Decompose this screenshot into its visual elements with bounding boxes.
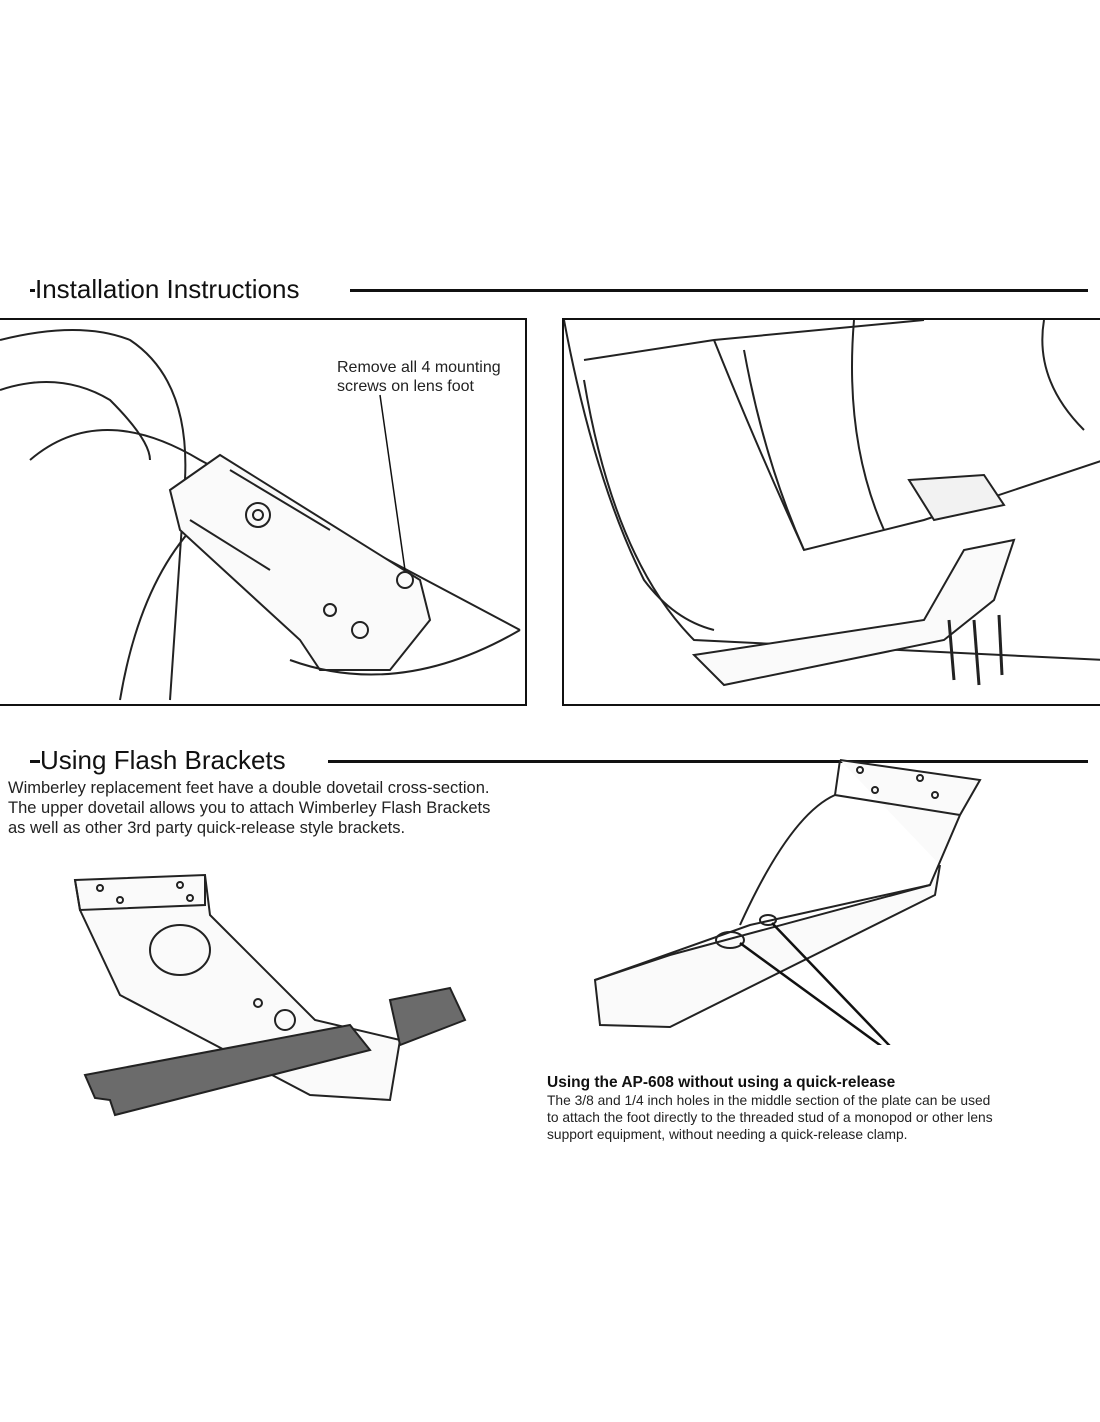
attach-foot-illustration — [562, 318, 1100, 706]
callout-line: screws on lens foot — [337, 378, 474, 395]
remove-screws-illustration: Remove all 4 mounting screws on lens foo… — [0, 318, 527, 706]
caption-line: support equipment, without needing a qui… — [547, 1127, 908, 1142]
intro-line: The upper dovetail allows you to attach … — [8, 799, 491, 817]
ap608-caption: Using the AP-608 without using a quick-r… — [547, 1073, 1087, 1143]
remove-screws-callout: Remove all 4 mounting screws on lens foo… — [337, 358, 501, 396]
hole-pointer-arrows — [739, 922, 891, 1045]
flash-intro: Wimberley replacement feet have a double… — [8, 778, 490, 838]
flash-bracket-knob — [388, 986, 467, 1047]
callout-line: Remove all 4 mounting — [337, 359, 501, 376]
lens-attach-drawing — [564, 320, 1100, 687]
heading-rule — [328, 760, 1088, 763]
callout-arrow — [379, 394, 406, 571]
lens-foot-drawing — [0, 329, 521, 701]
intro-line: as well as other 3rd party quick-release… — [8, 819, 406, 837]
caption-line: The 3/8 and 1/4 inch holes in the middle… — [547, 1093, 991, 1108]
intro-line: Wimberley replacement feet have a double… — [8, 779, 490, 797]
flash-bracket-drawing — [73, 873, 467, 1117]
flash-title: Using Flash Brackets — [40, 743, 298, 777]
caption-line: to attach the foot directly to the threa… — [547, 1110, 993, 1125]
heading-rule — [350, 289, 1088, 292]
flash-bracket-arm — [83, 1023, 372, 1117]
flash-heading: Using Flash Brackets — [0, 743, 1100, 777]
ap608-foot-drawing — [593, 759, 982, 1045]
installation-heading: Installation Instructions — [0, 272, 1100, 306]
installation-title: Installation Instructions — [35, 272, 312, 306]
caption-title: Using the AP-608 without using a quick-r… — [547, 1074, 896, 1091]
